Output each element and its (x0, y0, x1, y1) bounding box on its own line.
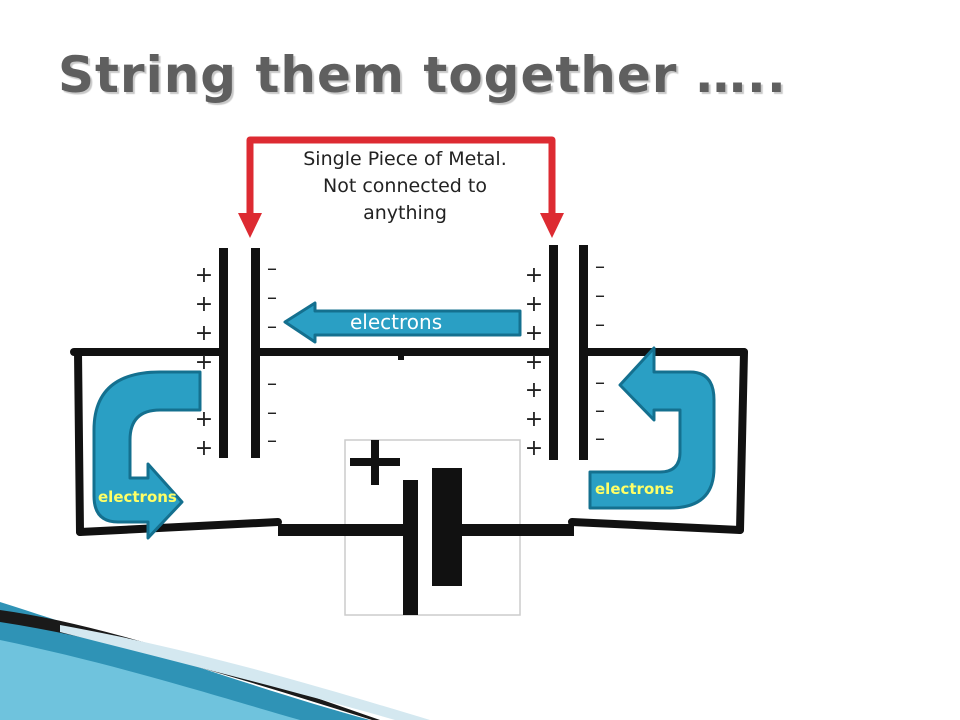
right-plus-sign: + (524, 321, 544, 346)
metal-piece-note: Single Piece of Metal. Not connected to … (270, 146, 540, 227)
left-minus-sign: – (267, 285, 277, 309)
left-minus-sign: – (267, 428, 277, 452)
circuit-wires (70, 348, 748, 536)
right-plus-sign: + (524, 292, 544, 317)
left-plus-sign: + (194, 321, 214, 346)
note-line-3: anything (363, 202, 447, 224)
right-minus-sign: – (595, 283, 605, 307)
right-capacitor-plate-negative (579, 245, 588, 460)
left-plus-sign: + (194, 350, 214, 375)
electrons-label-middle: electrons (350, 310, 443, 334)
right-minus-sign: – (595, 370, 605, 394)
left-plus-sign: + (194, 407, 214, 432)
left-plus-sign: + (194, 263, 214, 288)
note-line-1: Single Piece of Metal. (303, 148, 507, 170)
electrons-arrow-right (588, 346, 716, 510)
connector-arrow (238, 136, 564, 238)
electrons-arrow-left (92, 370, 202, 540)
left-capacitor-plate-positive (219, 248, 228, 458)
right-capacitor-plate-positive (549, 245, 558, 460)
electrons-label-left: electrons (98, 488, 177, 506)
wire-junction-mark (398, 350, 404, 360)
right-minus-sign: – (595, 254, 605, 278)
note-line-2: Not connected to (323, 175, 487, 197)
right-capacitor (549, 245, 588, 460)
battery-long-plate (403, 480, 418, 615)
electrons-label-right: electrons (595, 480, 674, 498)
left-minus-sign: – (267, 314, 277, 338)
right-minus-sign: – (595, 398, 605, 422)
electrons-arrow-middle (283, 301, 522, 344)
right-plus-sign: + (524, 263, 544, 288)
right-minus-sign: – (595, 312, 605, 336)
left-plus-sign: + (194, 292, 214, 317)
right-plus-sign: + (524, 378, 544, 403)
left-minus-sign: – (267, 400, 277, 424)
left-minus-sign: – (267, 371, 277, 395)
left-capacitor-plate-negative (251, 248, 260, 458)
left-plus-sign: + (194, 436, 214, 461)
right-minus-sign: – (595, 426, 605, 450)
slide-title: String them together ….. (58, 46, 787, 104)
battery-short-plate (432, 468, 462, 586)
left-capacitor (219, 248, 260, 458)
right-plus-sign: + (524, 350, 544, 375)
decorative-swoosh (0, 602, 430, 720)
battery (278, 439, 574, 616)
right-plus-sign: + (524, 436, 544, 461)
right-plus-sign: + (524, 407, 544, 432)
left-minus-sign: – (267, 256, 277, 280)
